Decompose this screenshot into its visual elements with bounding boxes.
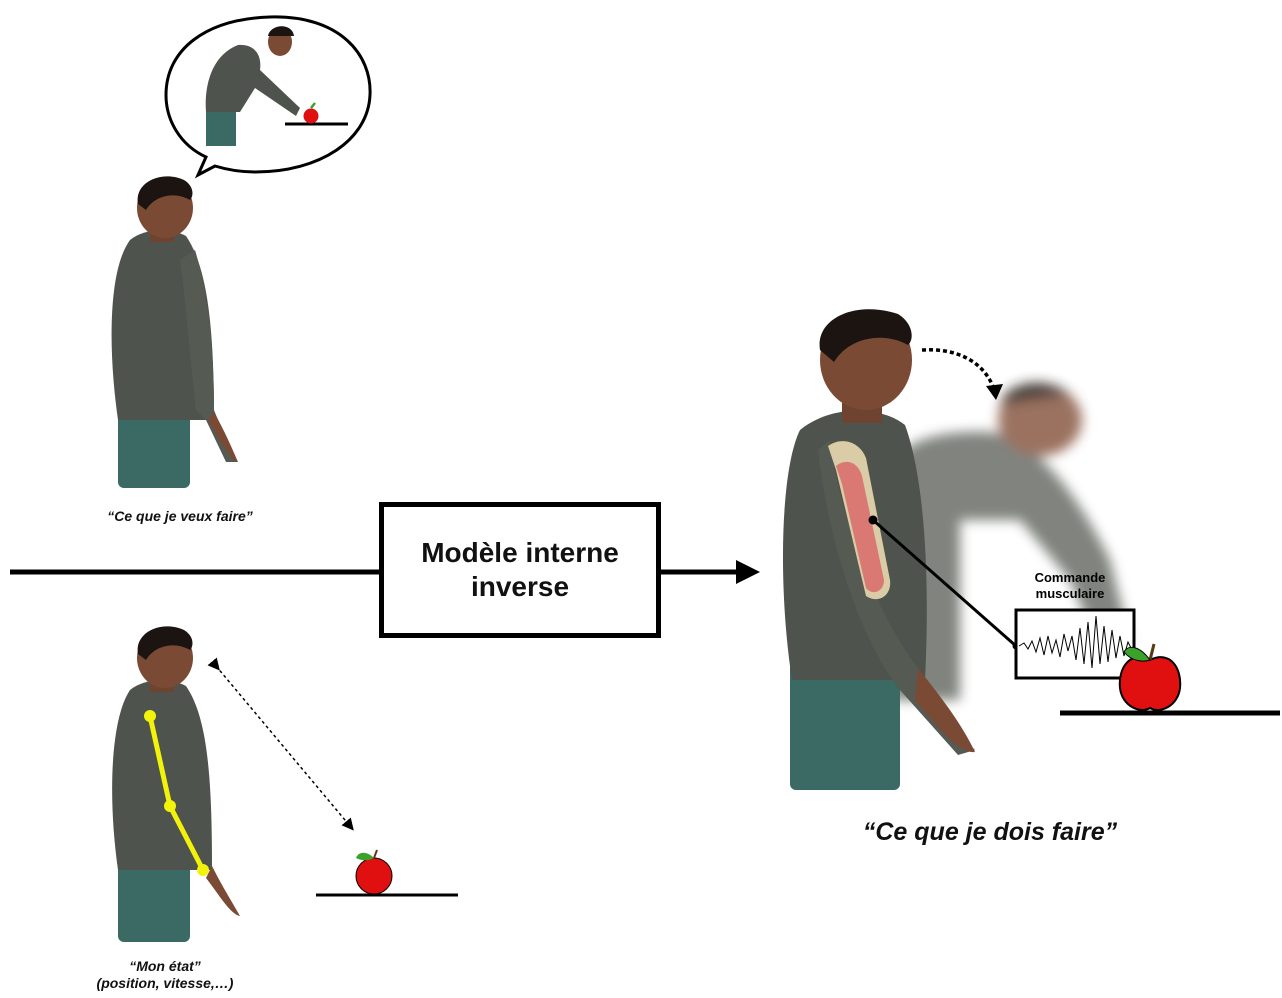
motion-arrowhead-icon bbox=[986, 384, 1003, 400]
model-box-line2: inverse bbox=[471, 570, 569, 604]
caption-current-state: “Mon état” (position, vitesse,…) bbox=[60, 958, 270, 992]
inverse-model-box: Modèle interne inverse bbox=[379, 502, 661, 638]
person-standing-top bbox=[112, 176, 238, 488]
caption-required-action: “Ce que je dois faire” bbox=[830, 818, 1150, 847]
muscle-point bbox=[869, 516, 878, 525]
caption-intended-action: “Ce que je veux faire” bbox=[80, 508, 280, 524]
motion-curved-arrow bbox=[922, 350, 995, 392]
emg-label-line2: musculaire bbox=[1000, 586, 1140, 602]
person-standing-bottom bbox=[112, 626, 240, 942]
apple-icon-right bbox=[1120, 644, 1180, 710]
thought-bubble bbox=[166, 17, 370, 175]
caption-state-detail: (position, vitesse,…) bbox=[60, 975, 270, 992]
emg-label: Commande musculaire bbox=[1000, 570, 1140, 602]
output-arrowhead-icon bbox=[736, 560, 760, 584]
caption-state-title: “Mon état” bbox=[60, 958, 270, 975]
distance-double-arrow bbox=[216, 666, 350, 826]
emg-label-line1: Commande bbox=[1000, 570, 1140, 586]
apple-icon-left bbox=[356, 850, 392, 894]
model-box-line1: Modèle interne bbox=[421, 536, 619, 570]
emg-signal-box bbox=[1016, 610, 1134, 678]
